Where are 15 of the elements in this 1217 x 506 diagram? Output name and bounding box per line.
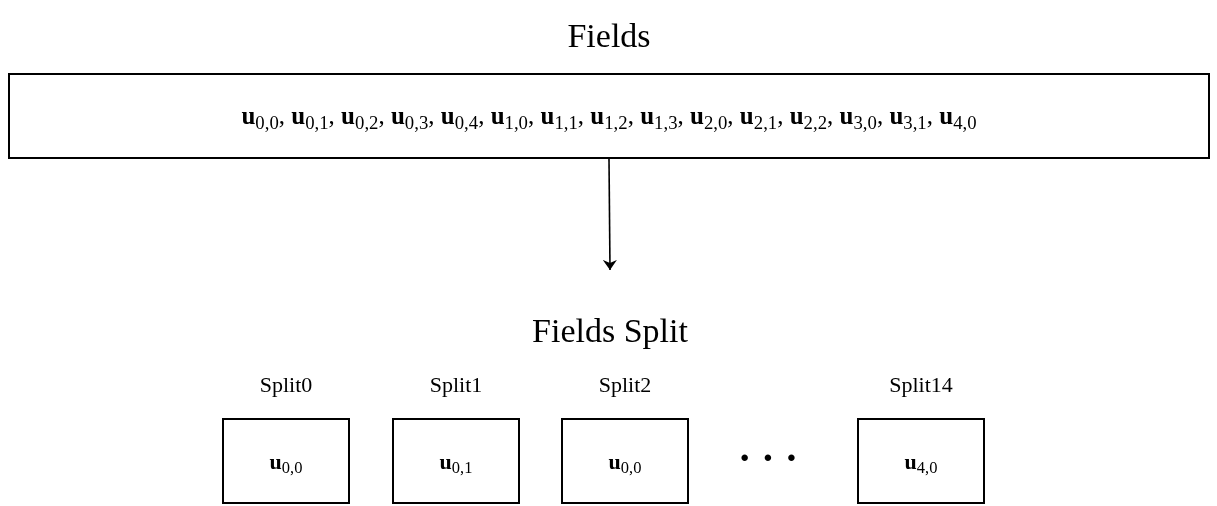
field-list: u$_{4,0}$ xyxy=(904,444,938,478)
field-list: u$_{0,0}$ xyxy=(608,444,642,478)
box-heading: Split14 xyxy=(888,371,954,399)
fields-box xyxy=(8,73,1210,159)
group-heading: Fields Split xyxy=(460,305,760,355)
split-box xyxy=(222,418,350,504)
split-box xyxy=(392,418,520,504)
field-list: u$_{0,0}$ xyxy=(269,444,303,478)
field-list: u$_{0,0}$, u$_{0,1}$, u$_{0,2}$, u$_{0,3}$, u$_{0,4}$, u$_{1,0}$, u$_{1,1}$, u$_{1,2}$, u$_{1,3}$, u$_{2,0}$, u$_{2,1}$, u$_{2,2}$, u$_{3,0}$, u$_{3,1}$, u$_{4,0}$ xyxy=(241,97,977,135)
ellipsis: · · · xyxy=(738,438,799,478)
box-heading: Fields xyxy=(566,16,652,56)
field-list: u$_{0,1}$ xyxy=(439,444,473,478)
arrow xyxy=(602,158,617,271)
split-box xyxy=(857,418,985,504)
split-box xyxy=(561,418,689,504)
